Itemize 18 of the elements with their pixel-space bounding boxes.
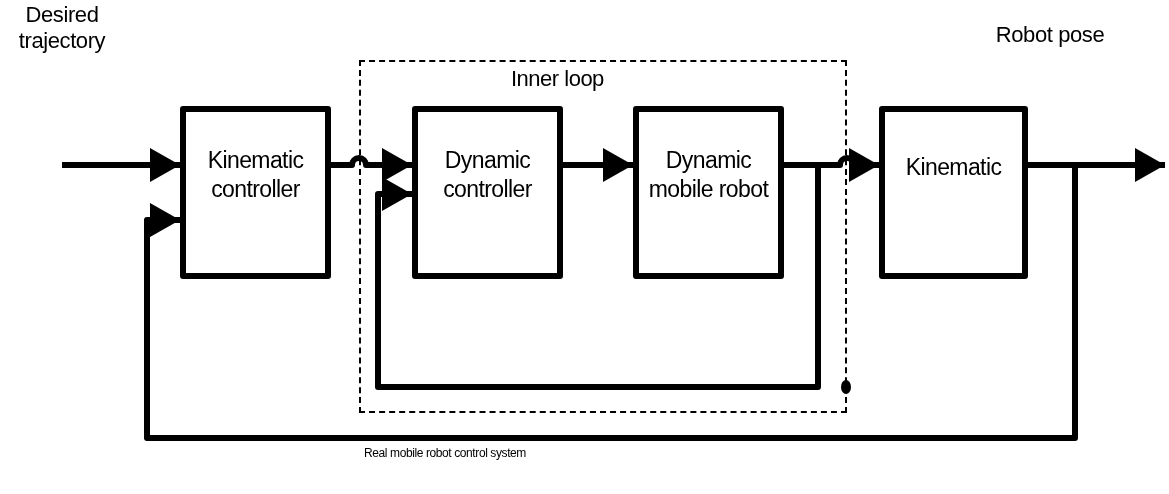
process-box bbox=[633, 106, 784, 279]
region-title: Inner loop bbox=[511, 66, 604, 92]
process-box bbox=[879, 106, 1028, 279]
process-box bbox=[412, 106, 563, 279]
arrow bbox=[563, 148, 633, 182]
caption-text: Robot pose bbox=[994, 22, 1106, 49]
caption-text: Desired trajectory bbox=[17, 2, 107, 55]
arrow bbox=[331, 148, 412, 182]
box-label: Dynamic mobile robot bbox=[647, 145, 770, 204]
caption-text: Real mobile robot control system bbox=[363, 446, 527, 461]
box-label: Kinematic bbox=[905, 153, 1002, 182]
dashed-region bbox=[359, 60, 847, 413]
arrow bbox=[375, 162, 821, 390]
arrow bbox=[144, 162, 1078, 441]
box-label: Dynamic controller bbox=[442, 145, 533, 204]
arrow bbox=[62, 148, 180, 182]
box-label: Kinematic controller bbox=[206, 145, 305, 204]
process-box bbox=[180, 106, 331, 279]
